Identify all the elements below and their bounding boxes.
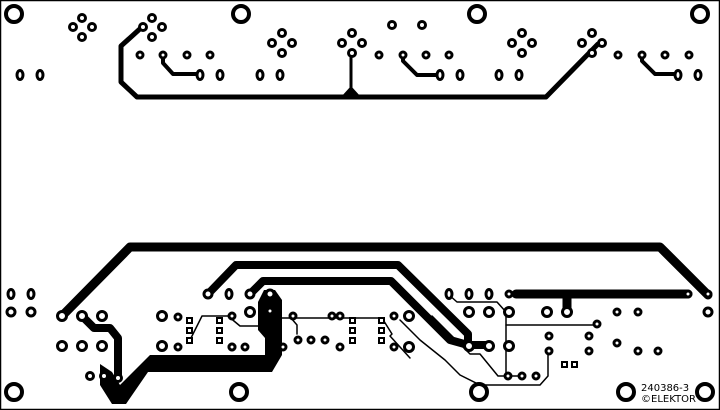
smd-pads xyxy=(186,317,578,368)
copper-pour xyxy=(100,290,282,404)
copyright-label: ©ELEKTOR xyxy=(641,394,696,405)
pads xyxy=(5,13,714,383)
part-number-label: 240386-3 xyxy=(641,383,690,394)
mounting-holes xyxy=(4,4,715,402)
